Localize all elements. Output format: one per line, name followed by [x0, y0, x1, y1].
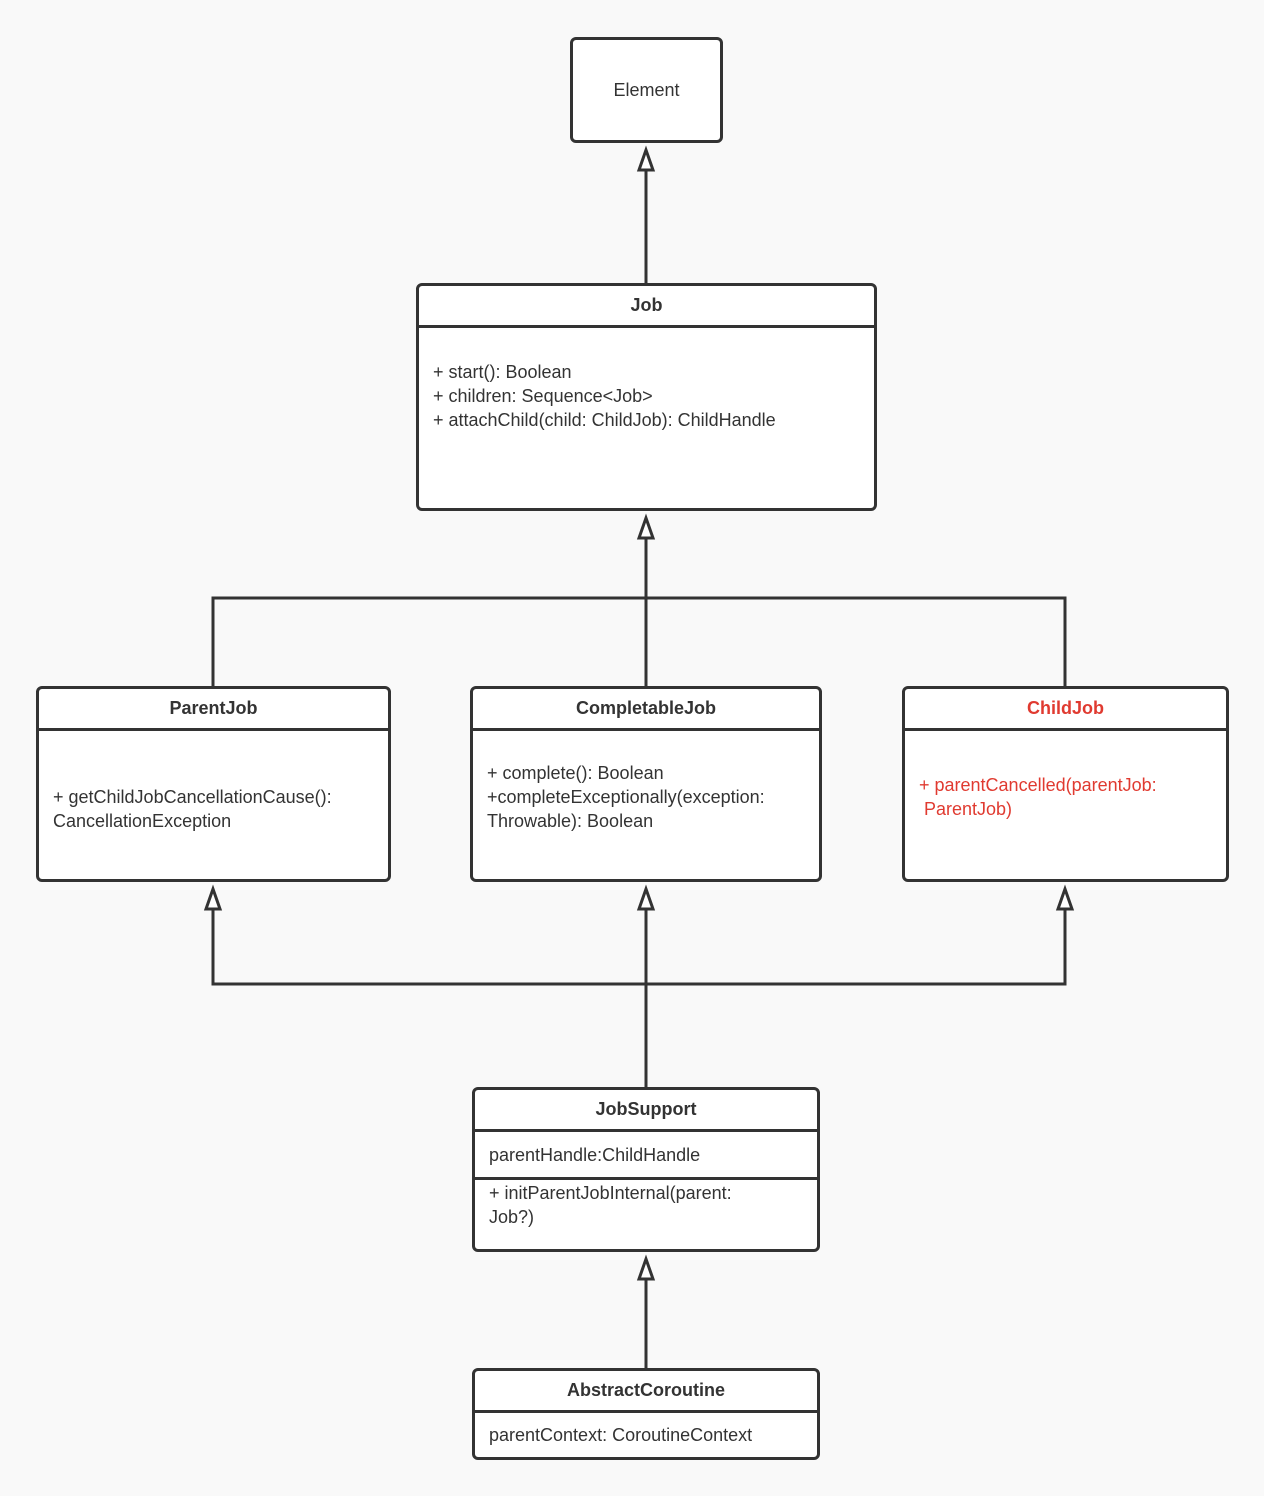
- job-members: + start(): Boolean + children: Sequence<…: [419, 328, 874, 432]
- element-class-name: Element: [613, 79, 680, 100]
- arrowhead-childjob: [1055, 884, 1075, 911]
- job-member: + children: Sequence<Job>: [433, 386, 653, 406]
- jobsupport-class-name: JobSupport: [475, 1090, 817, 1132]
- childjob-member: ParentJob): [919, 799, 1013, 819]
- job-class-name: Job: [419, 286, 874, 328]
- parentjob-members: + getChildJobCancellationCause(): Cancel…: [39, 731, 388, 833]
- arrowhead-element: [636, 145, 656, 172]
- element-class-box[interactable]: Element: [570, 37, 723, 143]
- jobsupport-members: + initParentJobInternal(parent: Job?): [475, 1180, 817, 1229]
- arrowhead-completablejob: [636, 884, 656, 911]
- edge-parentjob-to-job: [211, 596, 1067, 686]
- parentjob-class-name: ParentJob: [39, 689, 388, 731]
- completablejob-class-name: CompletableJob: [473, 689, 819, 731]
- parentjob-member: CancellationException: [53, 811, 232, 831]
- childjob-member: + parentCancelled(parentJob:: [919, 775, 1157, 795]
- abstractcoroutine-attribute: parentContext: CoroutineContext: [489, 1425, 753, 1445]
- parentjob-member: + getChildJobCancellationCause():: [53, 787, 332, 807]
- childjob-members: + parentCancelled(parentJob: ParentJob): [905, 731, 1226, 821]
- job-member: + attachChild(child: ChildJob): ChildHan…: [433, 410, 776, 430]
- arrowhead-jobsupport: [636, 1254, 656, 1281]
- abstractcoroutine-class-box[interactable]: AbstractCoroutine parentContext: Corouti…: [472, 1368, 820, 1460]
- edge-jobsupport-to-childjob: [646, 909, 1067, 986]
- job-class-box[interactable]: Job + start(): Boolean + children: Seque…: [416, 283, 877, 511]
- completablejob-member: +completeExceptionally(exception:: [487, 787, 765, 807]
- childjob-class-box[interactable]: ChildJob + parentCancelled(parentJob: Pa…: [902, 686, 1229, 882]
- job-member: + start(): Boolean: [433, 362, 572, 382]
- jobsupport-attributes: parentHandle:ChildHandle: [475, 1132, 817, 1180]
- arrowhead-parentjob: [203, 884, 223, 911]
- edge-jobsupport-to-parentjob: [211, 909, 646, 986]
- completablejob-member: Throwable): Boolean: [487, 811, 654, 831]
- jobsupport-member: + initParentJobInternal(parent:: [489, 1183, 732, 1203]
- completablejob-class-box[interactable]: CompletableJob + complete(): Boolean +co…: [470, 686, 822, 882]
- jobsupport-member: Job?): [489, 1207, 535, 1227]
- parentjob-class-box[interactable]: ParentJob + getChildJobCancellationCause…: [36, 686, 391, 882]
- abstractcoroutine-attributes: parentContext: CoroutineContext: [475, 1413, 817, 1457]
- completablejob-members: + complete(): Boolean +completeException…: [473, 731, 819, 833]
- completablejob-member: + complete(): Boolean: [487, 763, 664, 783]
- arrowhead-job: [636, 513, 656, 540]
- childjob-class-name: ChildJob: [905, 689, 1226, 731]
- abstractcoroutine-class-name: AbstractCoroutine: [475, 1371, 817, 1413]
- jobsupport-attribute: parentHandle:ChildHandle: [489, 1144, 701, 1165]
- jobsupport-class-box[interactable]: JobSupport parentHandle:ChildHandle + in…: [472, 1087, 820, 1252]
